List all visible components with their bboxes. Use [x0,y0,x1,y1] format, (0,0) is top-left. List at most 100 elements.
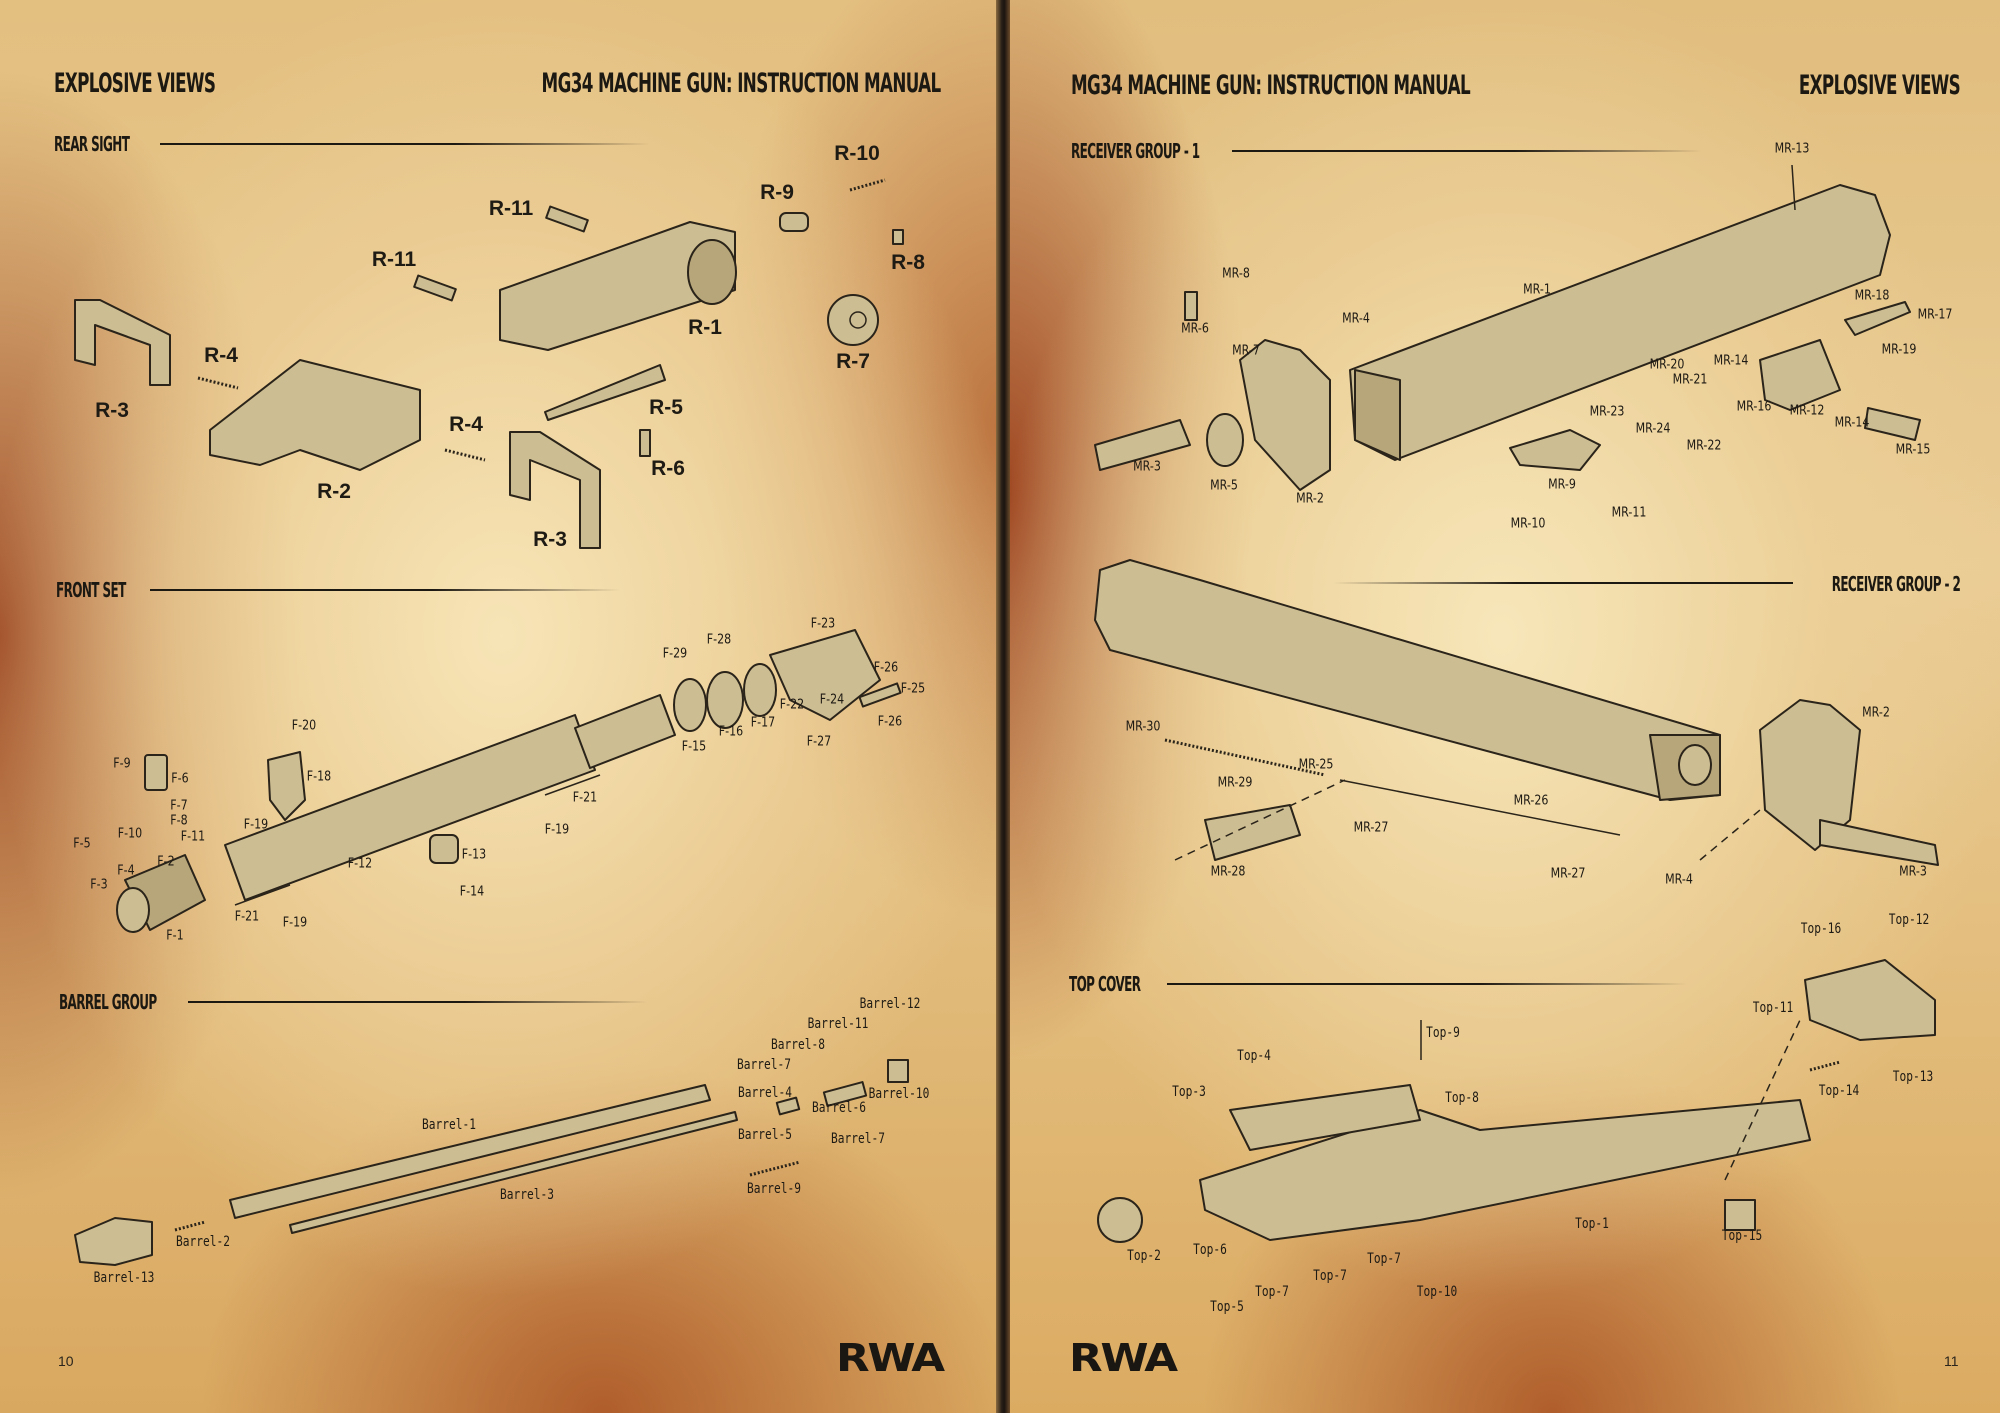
section-divider [1167,983,1687,985]
part-label: F-21 [234,909,260,925]
part-f17-ring [743,663,777,717]
part-mr15-plug [1864,407,1921,441]
section-divider [150,589,620,591]
part-label: Barrel-1 [422,1117,476,1133]
part-label: MR-8 [1222,266,1250,282]
part-top2-roller [1097,1197,1143,1243]
part-f23-block [769,629,881,721]
part-label: Barrel-2 [176,1234,230,1250]
top-cover-drawing [1097,959,1936,1243]
part-mr2-mount [1759,699,1861,851]
part-label: F-9 [113,756,131,772]
part-label: MR-15 [1895,442,1931,458]
part-label: MR-11 [1611,505,1647,521]
part-r8-detent [892,229,904,245]
part-label: F-19 [282,915,308,931]
part-f13-base [429,834,459,864]
part-label: R-4 [204,344,238,367]
part-receiver-body [1094,559,1721,801]
part-label: MR-19 [1881,342,1917,358]
part-label: R-11 [488,197,534,220]
part-top8-guide [1229,1084,1421,1151]
part-label: MR-21 [1672,372,1708,388]
right-header-section: EXPLOSIVE VIEWS [1798,70,1961,101]
part-label: MR-30 [1125,719,1161,735]
part-label: F-5 [73,836,91,852]
part-label: MR-25 [1298,757,1334,773]
part-label: Top-9 [1426,1025,1460,1041]
part-label: Top-10 [1416,1284,1458,1300]
part-f18-ring-mount [267,751,306,821]
section-divider [1333,582,1793,584]
part-label: Barrel-3 [500,1187,554,1203]
part-label: MR-2 [1296,491,1324,507]
part-f12-jacket-rear [574,694,676,769]
part-label: MR-2 [1862,705,1890,721]
part-label: Barrel-13 [93,1270,155,1286]
section-title-barrel-group: BARREL GROUP [59,990,157,1014]
part-barrel-6 [822,1081,868,1107]
front-set-drawing [116,629,902,933]
part-label: F-13 [461,847,487,863]
part-label: MR-22 [1686,438,1722,454]
part-label: F-2 [157,854,175,870]
part-label: F-3 [90,877,108,893]
part-label: F-8 [170,813,188,829]
part-label: F-29 [662,646,688,662]
part-r3-left-clip [74,299,171,386]
part-barrel-13 [74,1217,153,1266]
part-label: MR-10 [1510,516,1546,532]
part-label: F-4 [117,863,135,879]
section-divider [188,1001,648,1003]
part-label: Barrel-10 [868,1086,930,1102]
part-label: R-4 [449,413,483,436]
part-label: MR-9 [1548,477,1576,493]
part-f12-jacket [224,714,596,901]
part-r2-slider [209,359,421,471]
part-label: F-10 [117,826,143,842]
part-label: R-8 [891,251,925,274]
part-label: F-14 [459,884,485,900]
part-label: Barrel-8 [771,1037,825,1053]
part-label: Top-1 [1575,1216,1609,1232]
section-divider [1232,150,1702,152]
part-r4-spring [197,376,239,390]
part-label: MR-5 [1210,478,1238,494]
part-r9-plunger [779,212,809,232]
part-r3-right-clip [509,431,601,549]
part-r10-spring [849,178,886,192]
part-label: Barrel-12 [859,996,921,1012]
part-label: Barrel-5 [738,1127,792,1143]
part-label: R-7 [836,350,870,373]
part-r1-sight-leaf [499,221,736,351]
part-f21-rod [544,774,601,796]
part-label: Top-3 [1172,1084,1206,1100]
part-label: MR-4 [1665,872,1693,888]
part-mr13-pin [1791,164,1796,211]
part-label: MR-29 [1217,775,1253,791]
part-label: MR-24 [1635,421,1671,437]
part-label: R-3 [533,528,567,551]
part-label: R-6 [651,457,685,480]
part-mr5-ring [1206,413,1244,467]
part-label: MR-13 [1774,141,1810,157]
part-mr12-bracket [1759,339,1841,411]
right-header-title: MG34 MACHINE GUN: INSTRUCTION MANUAL [1071,70,1471,101]
part-label: Top-4 [1237,1048,1271,1064]
part-label: MR-28 [1210,864,1246,880]
part-f25-pin [858,682,902,708]
part-label: F-15 [681,739,707,755]
part-label: MR-3 [1133,459,1161,475]
part-r6-screw [639,429,651,457]
part-label: Top-11 [1752,1000,1794,1016]
part-r7-knob [827,294,879,346]
section-title-receiver-group-1: RECEIVER GROUP - 1 [1071,139,1200,163]
part-label: MR-17 [1917,307,1953,323]
part-label: MR-20 [1649,357,1685,373]
section-title-front-set: FRONT SET [56,578,126,602]
part-label: F-27 [806,734,832,750]
part-mr3-rod [1819,819,1939,866]
page-number-left: 10 [58,1353,74,1369]
part-barrel-3 [289,1111,738,1234]
